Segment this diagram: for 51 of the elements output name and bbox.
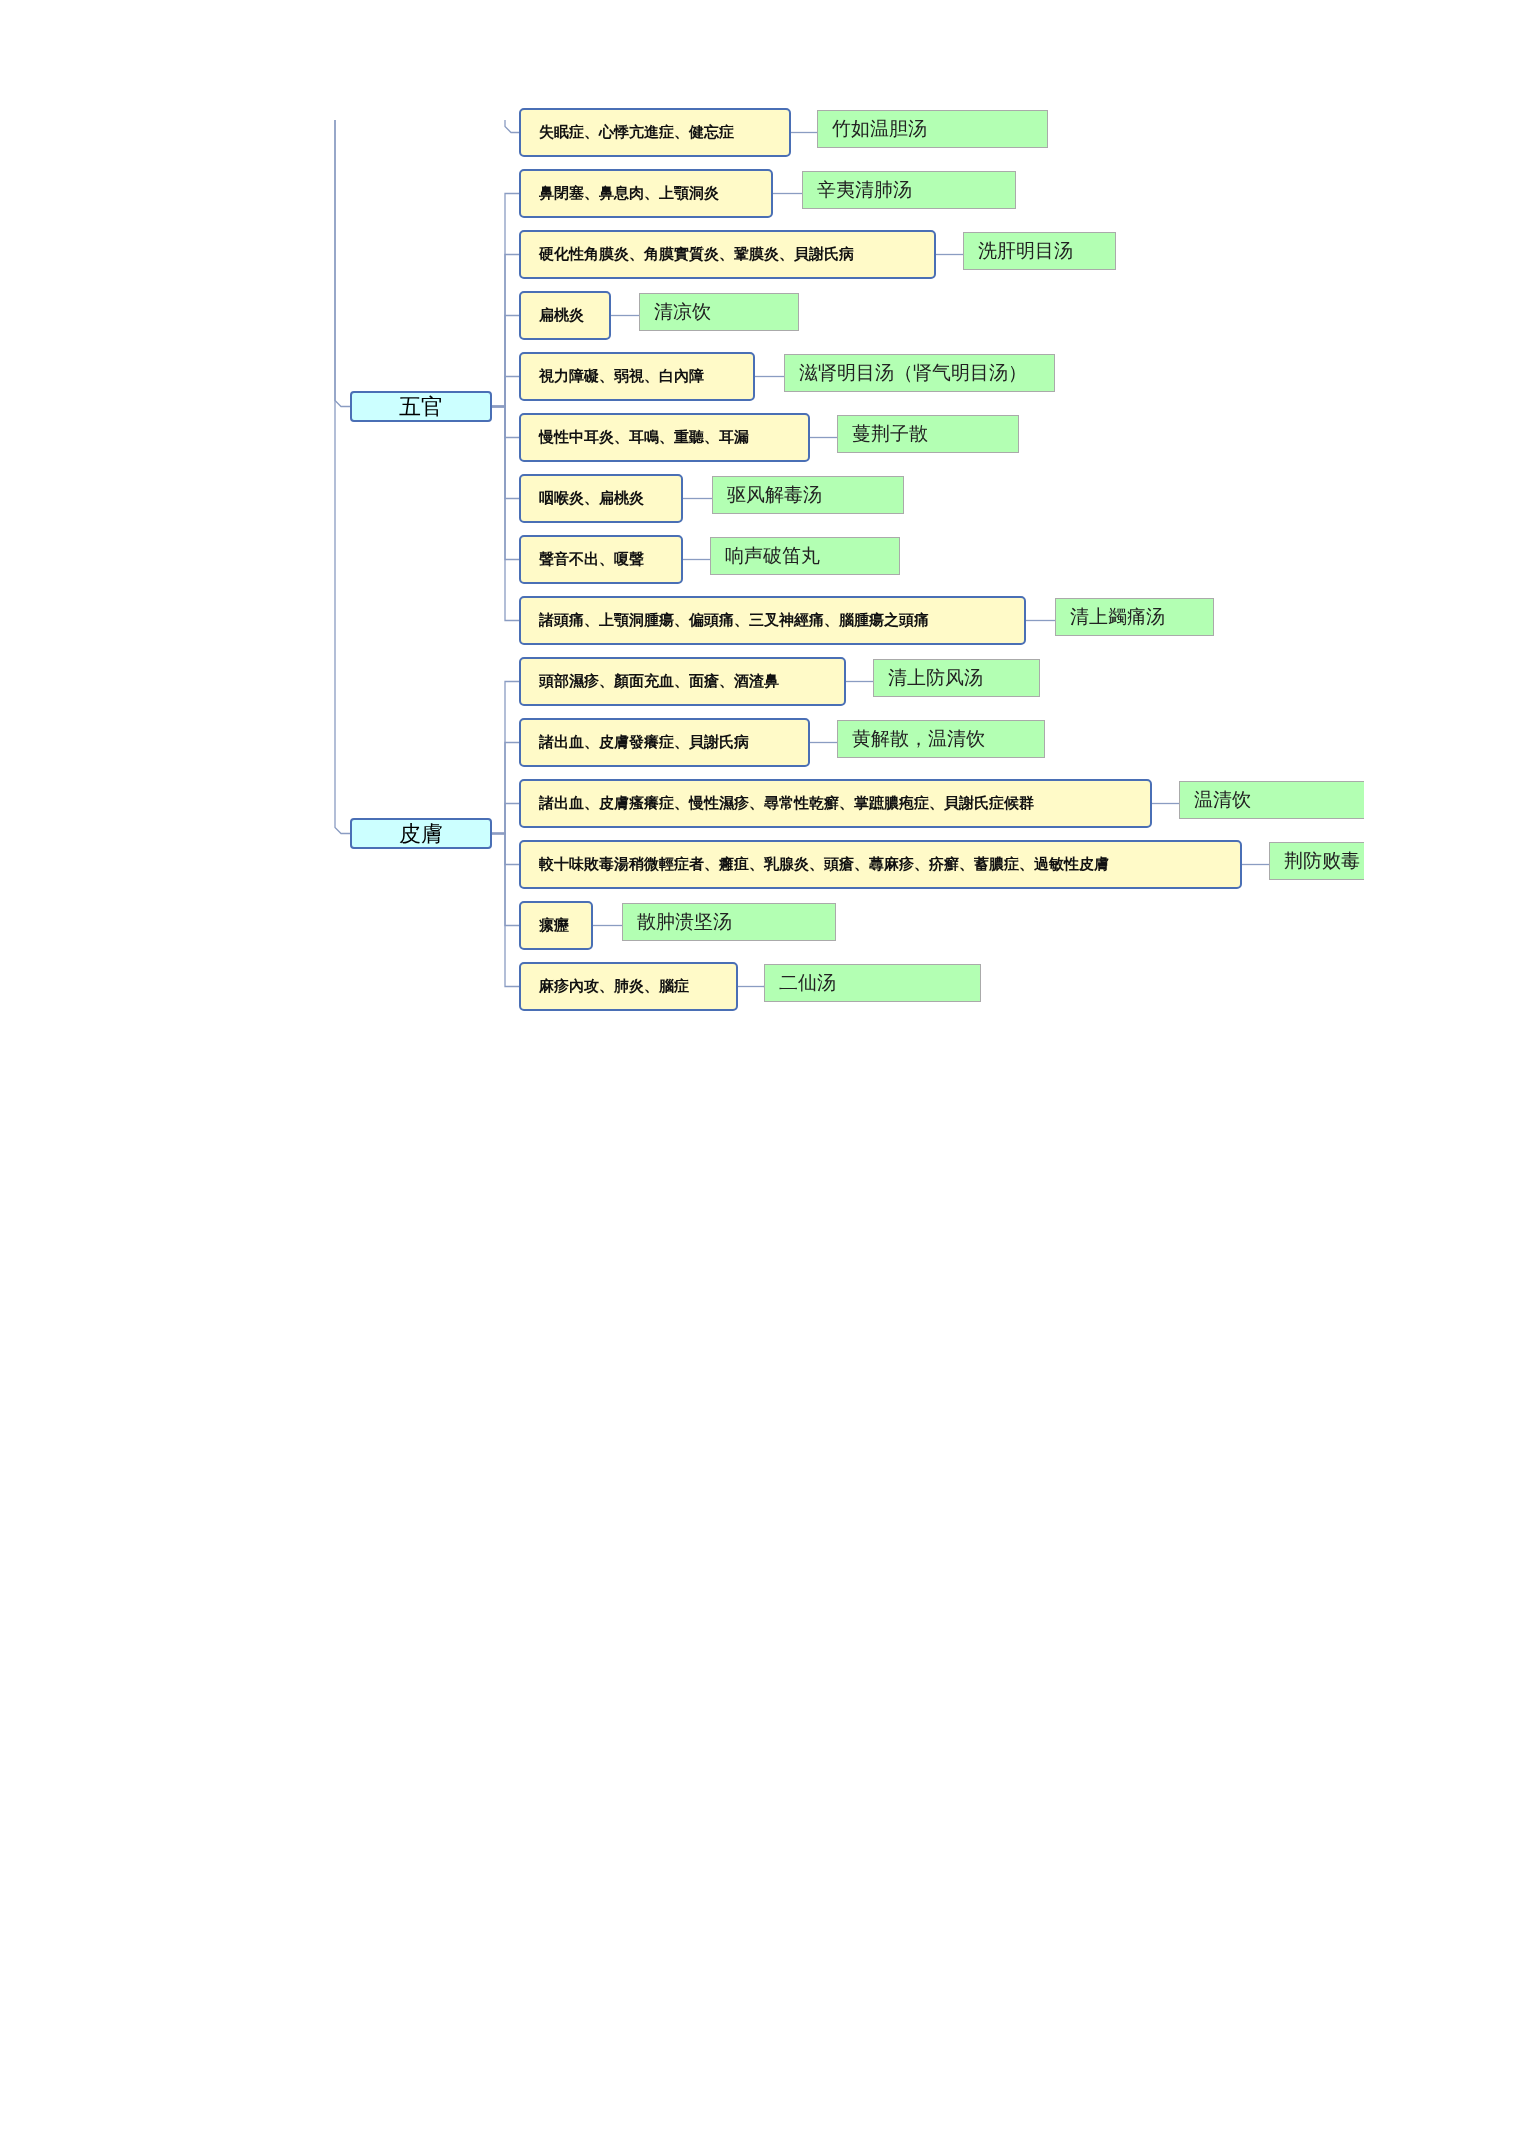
connector-line: [504, 119, 520, 134]
symptom-box: 鼻閉塞、鼻息肉、上顎洞炎: [519, 169, 773, 218]
symptom-box: 硬化性角膜炎、角膜實質炎、鞏膜炎、貝謝氏病: [519, 230, 936, 279]
symptom-box: 扁桃炎: [519, 291, 611, 340]
formula-box: 辛夷清肺汤: [802, 171, 1016, 209]
formula-box: 黄解散，温清饮: [837, 720, 1045, 758]
connector-line: [682, 497, 713, 500]
symptom-box: 諸出血、皮膚發癢症、貝謝氏病: [519, 718, 810, 767]
category-box: 五官: [350, 391, 492, 422]
connector-line: [737, 985, 765, 988]
symptom-box: 麻疹內攻、肺炎、腦症: [519, 962, 738, 1011]
symptom-box: 較十味敗毒湯稍微輕症者、癰疽、乳腺炎、頭瘡、蕁麻疹、疥癬、蓄膿症、過敏性皮膚: [519, 840, 1242, 889]
connector-line: [491, 832, 520, 988]
connector-line: [809, 436, 838, 439]
formula-box: 洗肝明目汤: [963, 232, 1116, 270]
symptom-box: 視力障礙、弱視、白內障: [519, 352, 755, 401]
connector-line: [754, 375, 785, 378]
formula-box: 清凉饮: [639, 293, 799, 331]
formula-box: 响声破笛丸: [710, 537, 900, 575]
connector-line: [935, 253, 964, 256]
symptom-box: 諸頭痛、上顎洞腫瘍、偏頭痛、三叉神經痛、腦腫瘍之頭痛: [519, 596, 1026, 645]
category-box: 皮膚: [350, 818, 492, 849]
connector-line: [772, 192, 803, 195]
connector-line: [610, 314, 640, 317]
symptom-box: 頭部濕疹、顏面充血、面瘡、酒渣鼻: [519, 657, 846, 706]
formula-box: 散肿溃坚汤: [622, 903, 836, 941]
formula-box: 清上防风汤: [873, 659, 1040, 697]
connector-line: [334, 119, 351, 835]
formula-box: 驱风解毒汤: [712, 476, 904, 514]
symptom-box: 聲音不出、嗄聲: [519, 535, 683, 584]
symptom-box: 失眠症、心悸亢進症、健忘症: [519, 108, 791, 157]
symptom-box: 咽喉炎、扁桃炎: [519, 474, 683, 523]
connector-line: [1025, 619, 1056, 622]
connector-line: [809, 741, 838, 744]
symptom-box: 諸出血、皮膚瘙癢症、慢性濕疹、尋常性乾癬、掌蹠膿疱症、貝謝氏症候群: [519, 779, 1152, 828]
formula-box: 滋肾明目汤（肾气明目汤）: [784, 354, 1055, 392]
formula-box: 竹如温胆汤: [817, 110, 1048, 148]
connector-line: [1241, 863, 1270, 866]
symptom-box: 瘰癧: [519, 901, 593, 950]
connector-line: [491, 405, 520, 622]
formula-box: 二仙汤: [764, 964, 981, 1002]
formula-box: 蔓荆子散: [837, 415, 1019, 453]
connector-line: [1151, 802, 1180, 805]
formula-box: 荆防败毒: [1269, 842, 1364, 880]
formula-box: 清上蠲痛汤: [1055, 598, 1214, 636]
formula-box: 温清饮: [1179, 781, 1364, 819]
connector-line: [845, 680, 874, 683]
symptom-box: 慢性中耳炎、耳鳴、重聽、耳漏: [519, 413, 810, 462]
connector-line: [682, 558, 711, 561]
connector-line: [790, 131, 818, 134]
connector-line: [592, 924, 623, 927]
